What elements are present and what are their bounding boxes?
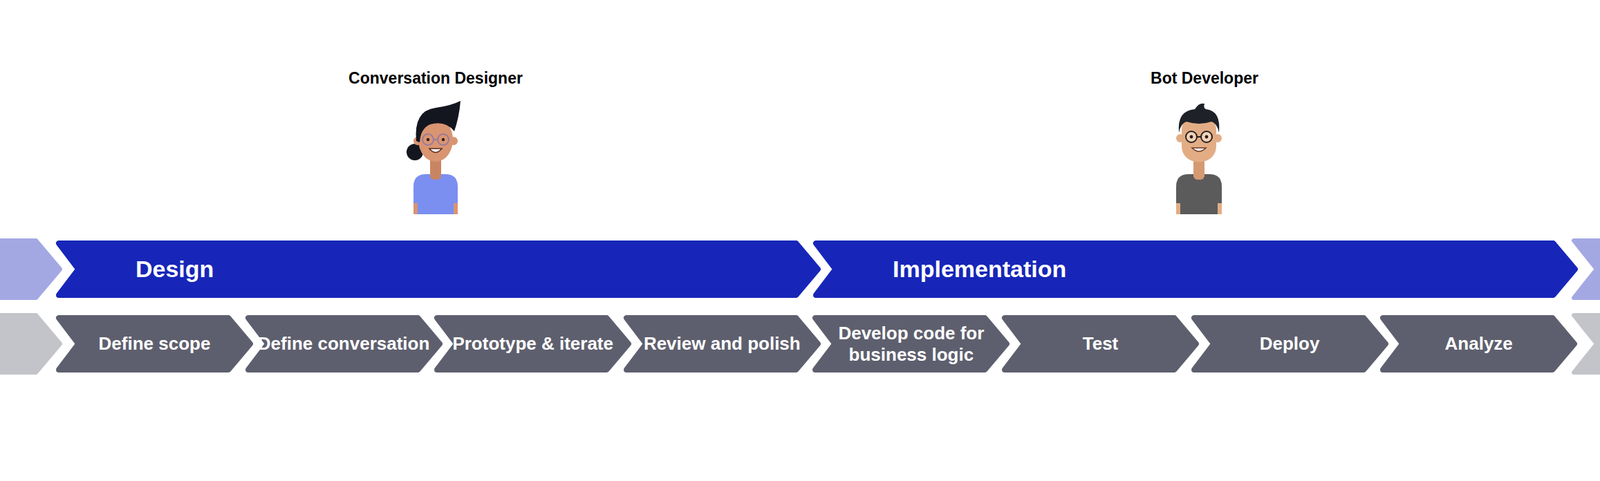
phase-title: Implementation xyxy=(813,240,1067,299)
step-label: Analyze xyxy=(1389,315,1568,373)
step-chevron: Develop code for business logic xyxy=(812,315,1010,373)
designer-avatar xyxy=(406,100,461,215)
role-label: Bot Developer xyxy=(1150,69,1259,88)
arm xyxy=(1176,203,1181,215)
step-chevron: Define scope xyxy=(56,315,254,373)
arm xyxy=(1217,203,1222,215)
shirt xyxy=(413,174,458,215)
step-label: Deploy xyxy=(1201,315,1379,373)
faded-chevron xyxy=(0,240,61,299)
step-chevron: Review and polish xyxy=(623,315,821,373)
hair xyxy=(1178,103,1220,133)
glasses xyxy=(433,138,438,141)
eye xyxy=(441,138,445,142)
glasses xyxy=(1196,136,1202,138)
glasses xyxy=(1185,131,1197,143)
role-label: Conversation Designer xyxy=(348,69,523,88)
step-chevron: Prototype & iterate xyxy=(434,315,632,373)
developer-avatar xyxy=(1176,103,1222,215)
faded-chevron xyxy=(1573,315,1600,373)
step-label: Prototype & iterate xyxy=(443,315,622,373)
step-label: Develop code for business logic xyxy=(822,315,1000,373)
eye xyxy=(426,138,430,142)
phase-band: Implementation xyxy=(813,240,1578,299)
glasses xyxy=(1201,131,1213,143)
smile xyxy=(1192,147,1206,152)
shirt xyxy=(1176,174,1222,215)
smile xyxy=(429,148,442,153)
step-label: Define scope xyxy=(65,315,244,373)
step-label: Define conversation xyxy=(255,315,433,373)
phase-band: Design xyxy=(56,240,821,299)
phase-title: Design xyxy=(56,240,214,299)
step-chevron: Define conversation xyxy=(245,315,443,373)
faded-chevron xyxy=(0,315,61,373)
glasses xyxy=(437,134,449,146)
step-label: Test xyxy=(1011,315,1190,373)
arm xyxy=(413,203,418,215)
glasses xyxy=(422,134,434,146)
step-chevron: Analyze xyxy=(1380,315,1578,373)
eye xyxy=(1189,135,1194,139)
arm xyxy=(453,203,458,215)
eye xyxy=(1205,135,1209,139)
step-chevron: Test xyxy=(1001,315,1199,373)
step-chevron: Deploy xyxy=(1191,315,1389,373)
step-label: Review and polish xyxy=(633,315,812,373)
